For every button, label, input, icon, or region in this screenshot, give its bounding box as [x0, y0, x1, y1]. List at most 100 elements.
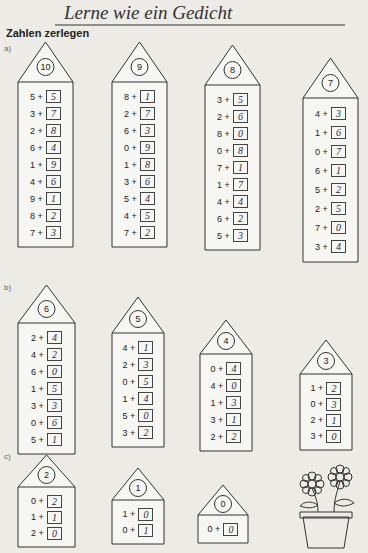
sum-row: 5 +3	[205, 227, 260, 244]
sum-row: 2 +2	[200, 428, 252, 445]
sum-row: 3 +1	[200, 411, 252, 428]
answer-box: 5	[46, 90, 61, 103]
house-number: 3	[300, 355, 352, 367]
addend: 4 +	[211, 381, 224, 391]
sum-row: 6 +4	[18, 139, 73, 156]
addend: 1 +	[217, 180, 230, 190]
addend: 0 +	[208, 524, 221, 534]
house-number: 8	[205, 64, 260, 76]
addend: 1 +	[311, 383, 324, 393]
number-house: 62 +44 +26 +01 +53 +30 +65 +1	[18, 285, 75, 454]
addend: 0 +	[31, 496, 44, 506]
sum-row: 7 +1	[205, 159, 260, 176]
sum-row: 1 +2	[300, 380, 352, 396]
addend: 3 +	[315, 242, 328, 252]
answer-box: 1	[46, 192, 61, 205]
sum-row: 8 +0	[205, 125, 260, 142]
addend: 4 +	[217, 197, 230, 207]
answer-box: 5	[138, 375, 153, 388]
addend: 6 +	[315, 166, 328, 176]
answer-box: 3	[140, 124, 155, 137]
sum-row: 1 +9	[18, 156, 73, 173]
house-shape	[303, 58, 358, 262]
handwritten-note: Lerne wie ein Gedicht	[64, 2, 232, 24]
answer-box: 6	[233, 110, 248, 123]
addend: 9 +	[30, 194, 43, 204]
number-house: 98 +12 +76 +30 +91 +83 +65 +44 +57 +2	[112, 42, 167, 247]
answer-box: 0	[138, 409, 153, 422]
addend: 4 +	[123, 343, 136, 353]
answer-box: 1	[138, 524, 153, 537]
sum-row: 0 +9	[112, 139, 167, 156]
sum-row: 0 +0	[198, 521, 248, 537]
addend: 0 +	[211, 364, 224, 374]
addend: 2 +	[211, 432, 224, 442]
house-number: 0	[198, 498, 248, 510]
addend: 1 +	[315, 128, 328, 138]
sum-row: 5 +2	[303, 180, 358, 199]
answer-box: 5	[47, 382, 62, 395]
addend: 5 +	[30, 92, 43, 102]
roof-line	[200, 354, 252, 355]
number-house: 74 +31 +60 +76 +15 +22 +57 +03 +4	[303, 58, 358, 262]
addend: 3 +	[124, 177, 137, 187]
worksheet-heading: Zahlen zerlegen	[6, 27, 89, 39]
sum-row: 1 +5	[18, 380, 75, 397]
addend: 5 +	[315, 185, 328, 195]
sum-row: 2 +4	[18, 329, 75, 346]
addend: 2 +	[30, 126, 43, 136]
addend: 1 +	[123, 394, 136, 404]
addend: 6 +	[124, 126, 137, 136]
answer-box: 1	[326, 414, 341, 427]
sum-row: 3 +0	[300, 428, 352, 444]
sum-row: 3 +3	[18, 397, 75, 414]
answer-box: 0	[47, 365, 62, 378]
sum-row: 3 +5	[205, 91, 260, 108]
sum-row: 8 +1	[112, 88, 167, 105]
house-shape	[112, 468, 164, 544]
roof-line	[205, 85, 260, 86]
addend: 3 +	[30, 109, 43, 119]
roof-line	[112, 333, 164, 334]
addend: 8 +	[30, 211, 43, 221]
addend: 2 +	[31, 528, 44, 538]
answer-box: 8	[46, 124, 61, 137]
addend: 6 +	[217, 214, 230, 224]
number-house: 20 +21 +12 +0	[18, 455, 75, 547]
sum-row: 1 +3	[200, 394, 252, 411]
sum-row: 2 +0	[18, 525, 75, 541]
house-number: 9	[112, 61, 167, 73]
answer-box: 3	[326, 398, 341, 411]
sum-row: 6 +2	[205, 210, 260, 227]
answer-box: 1	[140, 90, 155, 103]
answer-box: 8	[233, 144, 248, 157]
sum-row: 8 +2	[18, 207, 73, 224]
sum-row: 4 +2	[18, 346, 75, 363]
task-letter: a)	[4, 44, 11, 53]
sum-row: 3 +2	[112, 424, 164, 441]
addend: 2 +	[311, 415, 324, 425]
addend: 1 +	[211, 398, 224, 408]
addend: 3 +	[217, 95, 230, 105]
addend: 4 +	[31, 350, 44, 360]
sum-row: 0 +7	[303, 142, 358, 161]
answer-box: 4	[140, 192, 155, 205]
sum-row: 0 +1	[112, 522, 164, 538]
roof-line	[300, 374, 352, 375]
addend: 0 +	[31, 418, 44, 428]
answer-box: 4	[233, 195, 248, 208]
answer-box: 0	[47, 527, 62, 540]
house-shape	[205, 45, 260, 250]
sum-row: 1 +1	[18, 509, 75, 525]
sum-row: 3 +6	[112, 173, 167, 190]
house-number: 5	[112, 313, 164, 325]
addend: 8 +	[124, 92, 137, 102]
answer-box: 3	[331, 107, 346, 120]
answer-box: 0	[331, 221, 346, 234]
house-number: 2	[18, 469, 75, 481]
answer-box: 0	[223, 523, 238, 536]
addend: 2 +	[123, 360, 136, 370]
number-house: 1 1 +00 +1	[112, 468, 164, 544]
addend: 2 +	[124, 109, 137, 119]
sum-row: 1 +0	[112, 506, 164, 522]
